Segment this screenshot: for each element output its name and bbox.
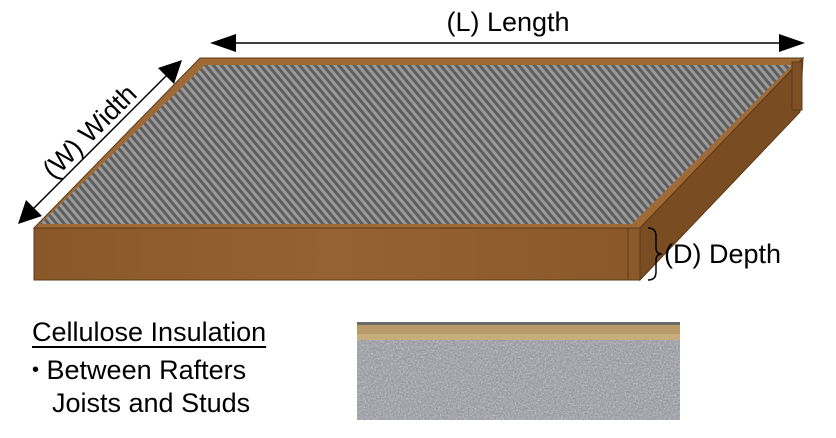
caption-title: Cellulose Insulation	[32, 317, 267, 347]
depth-bracket	[647, 227, 663, 281]
front-corner-post	[627, 227, 641, 281]
front-face	[33, 227, 641, 281]
length-arrow	[210, 34, 805, 52]
bullet-line-1: Between Rafters	[46, 355, 247, 385]
depth-label: (D) Depth	[664, 239, 781, 269]
length-label: (L) Length	[446, 7, 569, 37]
insulation-fill	[40, 65, 792, 224]
width-arrow	[18, 60, 182, 224]
cellulose-insulation-photo	[357, 322, 680, 420]
bullet-line-2: Joists and Studs	[52, 388, 251, 418]
bullet-symbol: •	[32, 359, 40, 381]
caption-bullet: • Between Rafters	[32, 355, 246, 386]
back-corner-post	[791, 61, 803, 111]
